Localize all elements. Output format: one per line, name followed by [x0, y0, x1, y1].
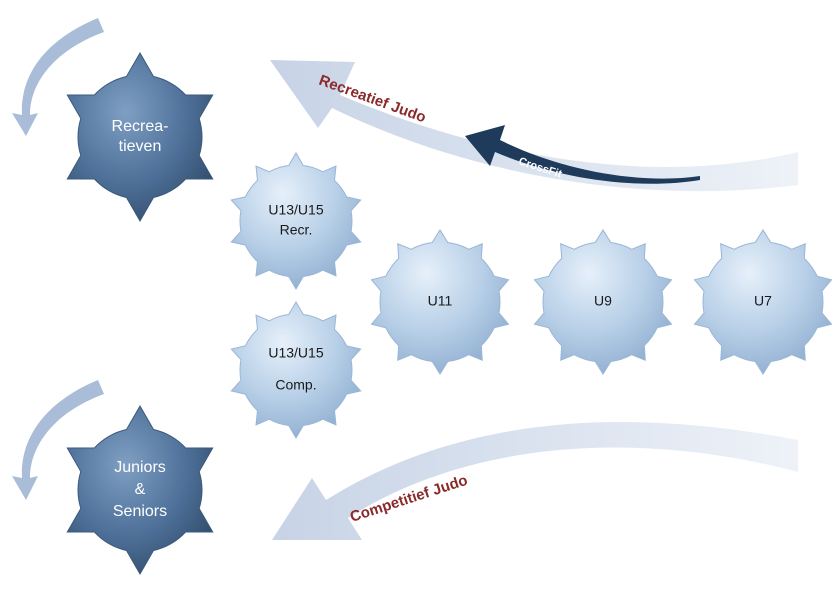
gear-shape — [66, 51, 214, 223]
gear-u11: U11 — [370, 229, 510, 375]
gear-label-line: U13/U15 — [268, 202, 323, 218]
crossfit-arrow — [465, 125, 700, 184]
gear-label-line: Recr. — [280, 222, 313, 238]
gear-label-line: tieven — [119, 138, 162, 155]
gear-label-line: Seniors — [113, 503, 167, 520]
gear-label-line: U13/U15 — [268, 345, 323, 361]
gear-label-line: Recrea- — [112, 118, 169, 135]
gear-juniors-seniors: Juniors & Seniors — [66, 404, 214, 576]
gear-shape — [370, 229, 510, 375]
curved-arrow-top-left — [12, 18, 104, 136]
gear-label-line: Comp. — [275, 377, 316, 393]
competitive-flow-arrow — [272, 422, 798, 540]
gear-label-line: U7 — [754, 293, 772, 309]
gear-shape — [533, 229, 673, 375]
gear-shape — [693, 229, 832, 375]
gears-layer: Recrea-tievenJuniors&SeniorsU13/U15Recr.… — [66, 51, 832, 576]
gear-shape — [66, 404, 214, 576]
gear-recreatieven: Recrea-tieven — [66, 51, 214, 223]
curved-arrow-bottom-left — [12, 380, 104, 500]
gear-label-line: U9 — [594, 293, 612, 309]
gear-shape — [230, 301, 362, 439]
gear-shape — [230, 152, 362, 290]
gear-label-line: U11 — [428, 293, 453, 309]
gear-label-line: & — [135, 481, 146, 498]
gear-label-line: Juniors — [114, 459, 166, 476]
gear-u9: U9 — [533, 229, 673, 375]
gear-u7: U7 — [693, 229, 832, 375]
